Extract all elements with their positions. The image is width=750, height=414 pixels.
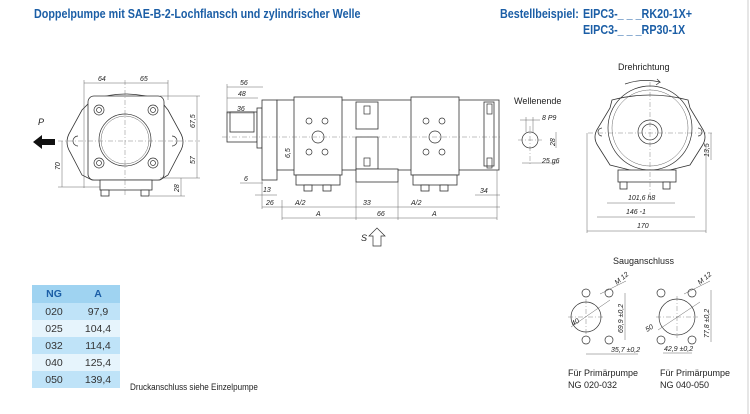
suction-s-label: S xyxy=(361,233,367,243)
page-border xyxy=(747,0,749,414)
suction-small-thread: M 12 xyxy=(614,271,631,286)
cell-a: 104,4 xyxy=(76,320,120,337)
suction-large-caption2: NG 040-050 xyxy=(660,380,709,390)
dim-70: 70 xyxy=(55,162,62,170)
header-ng: NG xyxy=(32,285,76,303)
rear-view: Drehrichtung 13,5 101,6 h8 146 -1 170 xyxy=(586,62,712,233)
order-code-1: EIPC3-_ _ _RK20-1X+ xyxy=(583,7,693,21)
dim-36: 36 xyxy=(237,106,245,113)
suction-arrow-icon xyxy=(368,227,386,247)
suction-large-height: 77,8 ±0,2 xyxy=(704,309,711,338)
dim-28: 28 xyxy=(174,184,181,193)
suction-large-thread: M 12 xyxy=(697,271,714,286)
dim-56: 56 xyxy=(240,80,248,87)
dim-67-5: 67,5 xyxy=(190,114,197,128)
rotation-arrow-icon xyxy=(624,78,662,86)
dim-57: 57 xyxy=(190,155,197,164)
dim-13-5: 13,5 xyxy=(704,143,711,157)
dim-6-5: 6,5 xyxy=(285,148,292,158)
dim-146: 146 -1 xyxy=(626,209,646,216)
side-view: 56 48 36 6,5 6 13 26 A/2 A 33 66 A/2 A 3… xyxy=(222,80,500,247)
suction-small-height: 69,9 ±0,2 xyxy=(618,304,625,333)
dim-65: 65 xyxy=(140,76,148,83)
dim-170: 170 xyxy=(637,223,649,230)
port-p-label: P xyxy=(38,117,44,127)
dim-26: 26 xyxy=(265,200,274,207)
front-view: 64 65 67,5 57 70 28 P xyxy=(33,76,200,197)
order-code-2: EIPC3-_ _ _RP30-1X xyxy=(583,23,686,37)
dim-a-1: A xyxy=(315,211,321,218)
cell-ng: 050 xyxy=(32,371,76,388)
suction-small-width: 35,7 ±0,2 xyxy=(611,347,640,354)
dim-6: 6 xyxy=(244,176,248,183)
dim-a-half-1: A/2 xyxy=(294,200,306,207)
dim-key-8: 8 P9 xyxy=(542,115,557,122)
dim-33: 33 xyxy=(363,200,371,207)
cell-ng: 025 xyxy=(32,320,76,337)
cell-a: 114,4 xyxy=(76,337,120,354)
rotation-label: Drehrichtung xyxy=(618,62,670,72)
header-a: A xyxy=(76,285,120,303)
page-title: Doppelpumpe mit SAE-B-2-Lochflansch und … xyxy=(34,7,361,21)
cell-ng: 032 xyxy=(32,337,76,354)
cell-a: 97,9 xyxy=(76,303,120,320)
shaft-end-label: Wellenende xyxy=(514,96,561,106)
pressure-port-note: Druckanschluss siehe Einzelpumpe xyxy=(130,382,258,392)
dim-13: 13 xyxy=(263,187,271,194)
order-example-label: Bestellbeispiel: xyxy=(500,7,579,21)
pressure-port-arrow-icon xyxy=(33,135,55,149)
dim-48: 48 xyxy=(238,91,246,98)
suction-port-large: 50 M 12 77,8 ±0,2 42,9 ±0,2 Für Primärpu… xyxy=(645,271,731,390)
suction-small-dia: 40 xyxy=(571,318,581,328)
suction-large-dia: 50 xyxy=(645,324,655,334)
suction-large-caption1: Für Primärpumpe xyxy=(660,368,730,378)
dim-25: 25 g6 xyxy=(541,158,560,165)
dim-a-2: A xyxy=(431,211,437,218)
dim-34: 34 xyxy=(480,188,488,195)
dim-a-half-2: A/2 xyxy=(410,200,422,207)
suction-port-title: Sauganschluss xyxy=(613,256,675,266)
suction-small-caption1: Für Primärpumpe xyxy=(568,368,638,378)
suction-small-caption2: NG 020-032 xyxy=(568,380,617,390)
cell-ng: 040 xyxy=(32,354,76,371)
dim-64: 64 xyxy=(98,76,106,83)
suction-port-section: Sauganschluss 40 M 12 69,9 ±0,2 35,7 ±0,… xyxy=(568,256,730,390)
suction-port-small: 40 M 12 69,9 ±0,2 35,7 ±0,2 Für Primärpu… xyxy=(568,271,640,390)
suction-large-width: 42,9 ±0,2 xyxy=(664,346,693,353)
cell-a: 139,4 xyxy=(76,371,120,388)
dim-101-6: 101,6 h8 xyxy=(628,195,655,202)
cell-ng: 020 xyxy=(32,303,76,320)
table-header-row: NG A xyxy=(32,285,120,303)
shaft-end-view: Wellenende 8 P9 28 25 g6 xyxy=(514,96,561,166)
dim-66: 66 xyxy=(377,211,385,218)
dim-28-shaft: 28 xyxy=(550,138,557,147)
cell-a: 125,4 xyxy=(76,354,120,371)
